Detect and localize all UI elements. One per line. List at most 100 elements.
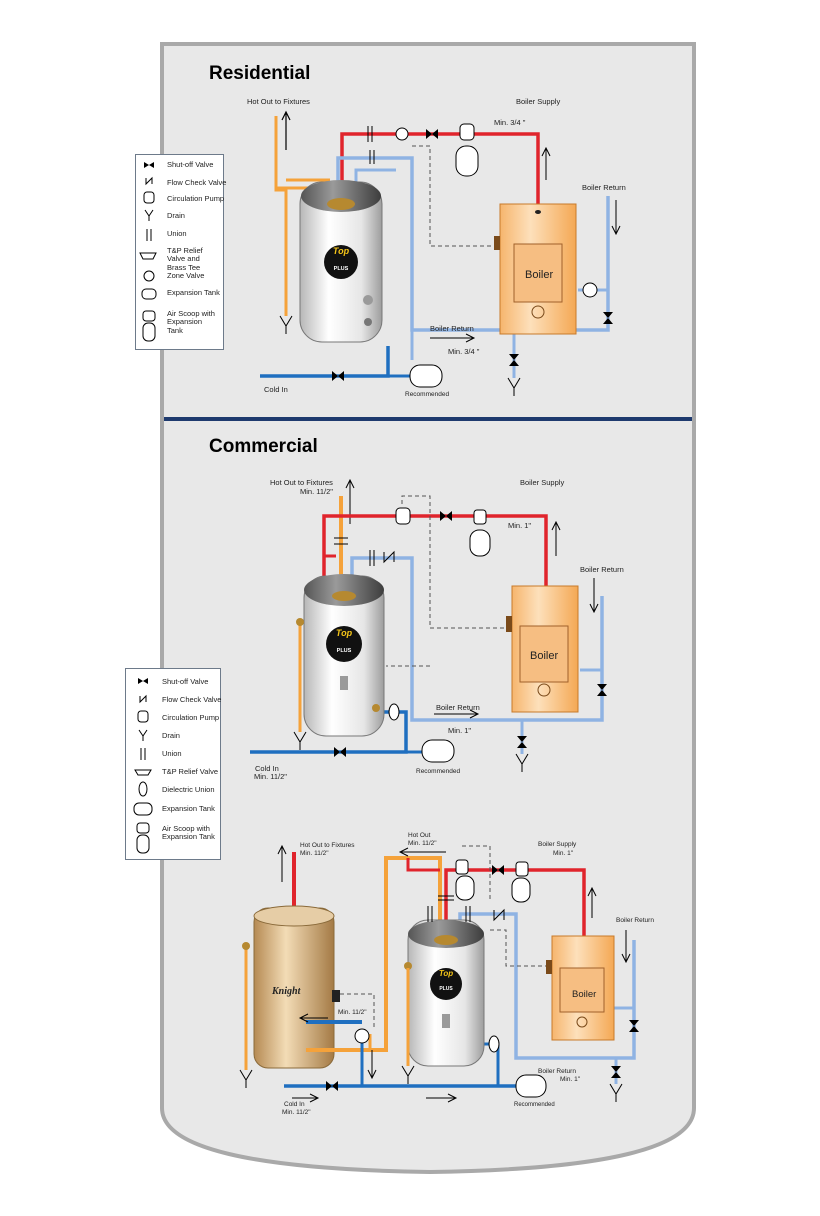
air-scoop-icon (142, 310, 156, 322)
drain-icon (609, 1083, 623, 1102)
legend-item: Flow Check Valve (162, 695, 222, 704)
label-boiler-return: Boiler Return (430, 324, 474, 333)
label-hot-out-2: Hot Out (408, 832, 431, 839)
section-title-commercial: Commercial (209, 436, 318, 457)
dielectric-union-icon (388, 703, 400, 721)
union-icon (334, 537, 348, 545)
circulation-pump-icon (582, 282, 598, 298)
union-icon (369, 150, 375, 164)
expansion-tank-icon (455, 875, 475, 901)
circulation-pump-icon (473, 509, 487, 525)
expansion-tank-icon (455, 145, 479, 177)
legend-item: Union (167, 229, 187, 238)
label-hot-out-min: Min. 11/2" (300, 850, 329, 857)
label-boiler: Boiler (530, 650, 559, 662)
label-boiler-return: Boiler Return (538, 1068, 576, 1075)
arrow-up-icon (281, 110, 291, 150)
commercial-diagram (250, 478, 607, 772)
zone-valve-icon (395, 127, 409, 141)
label-min-return: Min. 3/4 " (448, 347, 480, 356)
drain-icon (401, 1065, 415, 1084)
expansion-tank-icon (421, 739, 455, 763)
label-recommended: Recommended (405, 391, 450, 398)
label-boiler: Boiler (572, 989, 597, 1000)
expansion-tank-icon (469, 529, 491, 557)
indirect-diagram (239, 844, 639, 1103)
drain-icon (515, 753, 529, 772)
arrow-down-icon (611, 200, 621, 236)
flow-check-valve-icon (139, 694, 147, 704)
label-hot-out: Hot Out to Fixtures (300, 842, 355, 849)
top-plus-logo: Top (332, 246, 350, 256)
shutoff-valve-icon (603, 312, 613, 324)
residential-diagram (260, 110, 621, 396)
top-plus-logo: Top (335, 628, 353, 638)
arrow-right-icon (426, 1093, 458, 1103)
label-cold-in-min: Min. 11/2" (254, 772, 287, 781)
legend-item: Air Scoop with Expansion Tank (162, 824, 215, 842)
dielectric-union-icon (488, 1035, 500, 1053)
legend-icons (139, 162, 157, 342)
label-cold-in: Cold In (284, 1101, 305, 1108)
expansion-tank-icon (409, 364, 443, 388)
legend-residential: Shut-off Valve Flow Check Valve Circulat… (135, 154, 227, 350)
label-boiler-supply: Boiler Supply (538, 841, 577, 848)
circulation-pump-icon (395, 507, 411, 525)
label-hot-out: Hot Out to Fixtures (270, 478, 333, 487)
label-min-supply: Min. 3/4 " (494, 118, 526, 127)
shutoff-valve-icon (332, 371, 344, 381)
union-icon (465, 906, 471, 922)
arrow-right-icon (434, 709, 480, 719)
drain-icon (144, 209, 154, 221)
section-title-residential: Residential (209, 63, 311, 84)
label-boiler-return-top: Boiler Return (580, 565, 624, 574)
union-icon (146, 229, 152, 241)
expansion-tank-icon (141, 288, 157, 300)
shutoff-valve-icon (440, 511, 452, 521)
flow-check-valve-icon (145, 176, 153, 186)
air-scoop-icon (136, 822, 150, 834)
arrow-up-icon (277, 844, 287, 882)
legend-item: Shut-off Valve (162, 677, 209, 686)
shutoff-valve-icon (517, 736, 527, 748)
label-boiler-return-top: Boiler Return (616, 917, 654, 924)
label-min-supply: Min. 1" (508, 521, 532, 530)
shutoff-valve-icon (326, 1081, 338, 1091)
arrow-down-icon (621, 930, 631, 964)
shutoff-valve-icon (426, 129, 438, 139)
label-boiler-return-top: Boiler Return (582, 183, 626, 192)
legend-item: Circulation Pump (162, 713, 220, 722)
legend-item: Union (162, 749, 182, 758)
plus-logo-text: PLUS (333, 266, 349, 272)
legend-commercial: Shut-off Valve Flow Check Valve Circulat… (125, 668, 221, 860)
circulation-pump-icon (143, 191, 155, 204)
label-min-mid: Min. 11/2" (338, 1009, 367, 1016)
expansion-tank-icon (142, 322, 156, 342)
union-icon (367, 126, 373, 142)
circulation-pump-icon (137, 710, 149, 723)
legend-item: Air Scoop with Expansion Tank (167, 309, 215, 335)
expansion-tank-icon (133, 802, 153, 816)
tp-relief-valve-icon (134, 769, 152, 776)
plus-logo-text: PLUS (336, 648, 352, 654)
shutoff-valve-icon (138, 678, 148, 684)
shutoff-valve-icon (597, 684, 607, 696)
arrow-up-icon (587, 886, 597, 918)
circulation-pump-icon (459, 123, 475, 141)
top-plus-logo: Top (438, 969, 454, 978)
label-hot-out-2-min: Min. 11/2" (408, 840, 437, 847)
legend-item: Flow Check Valve (167, 178, 227, 187)
label-min-return: Min. 1" (560, 1076, 581, 1083)
union-icon (438, 895, 454, 901)
knight-logo: Knight (272, 986, 301, 997)
arrow-right-icon (430, 333, 476, 343)
arrow-up-icon (541, 146, 551, 180)
drain-icon (279, 315, 293, 334)
legend-item: Expansion Tank (162, 804, 215, 813)
legend-item: Zone Valve (167, 271, 205, 280)
shutoff-valve-icon (629, 1020, 639, 1032)
arrow-right-icon (292, 1093, 320, 1103)
arrow-left-icon (298, 1013, 328, 1023)
tp-relief-valve-icon (139, 252, 157, 260)
